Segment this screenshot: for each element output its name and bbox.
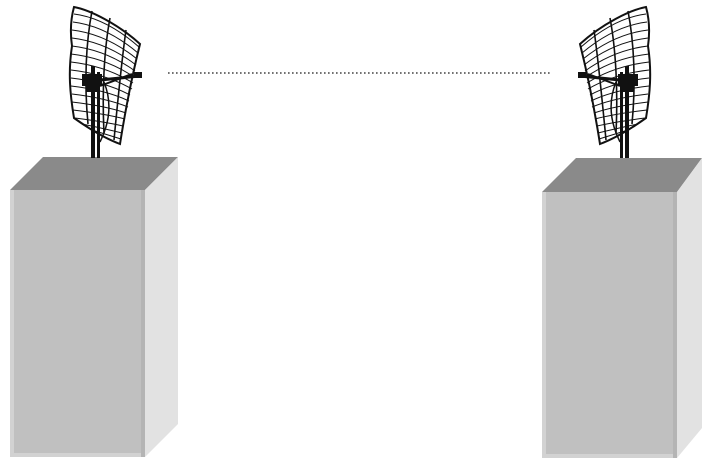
right-building-top — [542, 158, 702, 192]
right-building-side — [677, 158, 702, 458]
right-building — [542, 158, 702, 458]
left-building — [10, 157, 178, 457]
right-building-front — [542, 192, 677, 458]
left-building-side — [145, 157, 178, 457]
grid-parabolic-antenna-icon — [70, 7, 142, 158]
grid-parabolic-antenna-icon — [578, 7, 650, 158]
left-building-front — [10, 190, 145, 457]
